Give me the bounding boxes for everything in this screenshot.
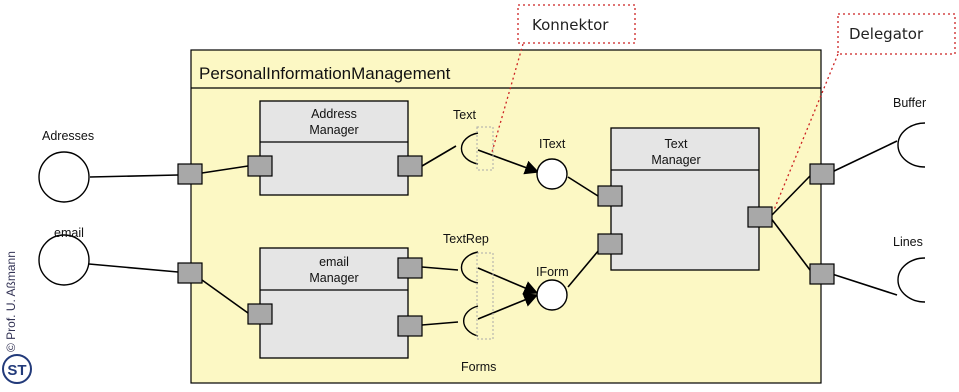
text-to-itext-arrow (477, 149, 540, 175)
email-manager-port-in (247, 303, 273, 325)
iform-circle (536, 279, 568, 311)
email-manager-title-line1: email (319, 255, 349, 269)
itext-circle (536, 158, 568, 190)
external-interfaces: Adresses email (38, 129, 94, 286)
internal-lollipops (536, 158, 568, 311)
text-manager-port-itext (597, 185, 623, 207)
email-manager-port-forms (397, 315, 423, 337)
adresses-label: Adresses (42, 129, 94, 143)
konnektor-label: Konnektor (532, 16, 609, 34)
konnektor-highlight-bottom (476, 252, 494, 340)
adresses-interface-circle (38, 151, 90, 203)
buffer-socket (897, 122, 926, 168)
forms-to-iform-arrow (477, 293, 539, 320)
package-port-buffer (809, 163, 835, 185)
email-to-textrep-connector (421, 266, 459, 271)
lines-connector (831, 273, 898, 296)
email-manager-port-textrep (397, 257, 423, 279)
itext-interface-label: IText (539, 137, 566, 151)
forms-interface-label: Forms (461, 360, 496, 374)
forms-socket (462, 305, 479, 337)
component-address-manager: Address Manager (259, 100, 409, 196)
email-interface-circle (38, 234, 90, 286)
text-manager-title-line1: Text (665, 137, 688, 151)
adresses-connector (89, 174, 179, 178)
ports (177, 155, 835, 337)
lines-label: Lines (893, 235, 923, 249)
text-interface-label: Text (453, 108, 476, 122)
delegator-label: Delegator (849, 25, 924, 43)
text-manager-title-line2: Manager (651, 153, 700, 167)
package-title: PersonalInformationManagement (199, 64, 451, 83)
delegator-pointer (773, 53, 839, 211)
external-sockets (897, 122, 926, 303)
text-socket (460, 132, 479, 165)
konnektor-box (517, 4, 636, 44)
port-to-email-manager-connector (201, 279, 249, 314)
textrep-socket (460, 251, 479, 284)
st-logo-text: ST (7, 362, 26, 379)
address-manager-port-in (247, 155, 273, 177)
konnektor-pointer (491, 43, 524, 153)
textrep-to-iform-arrow (477, 267, 539, 295)
component-email-manager: email Manager (259, 247, 409, 359)
connectors (88, 140, 898, 326)
email-to-forms-connector (421, 321, 459, 326)
buffer-connector (831, 140, 898, 173)
konnektor-highlight-top (476, 126, 494, 171)
text-manager-port-iform (597, 233, 623, 255)
package-port-email (177, 262, 203, 284)
address-manager-title-line1: Address (311, 107, 357, 121)
callout-delegator: Delegator (773, 13, 956, 211)
buffer-label: Buffer (893, 96, 926, 110)
copyright-text: © Prof. U. Aßmann (4, 251, 18, 352)
internal-sockets (460, 132, 479, 337)
address-manager-port-out (397, 155, 423, 177)
email-label: email (54, 226, 84, 240)
text-manager-to-lines-port-connector (769, 216, 811, 271)
address-manager-title-line2: Manager (309, 123, 358, 137)
callout-konnektor: Konnektor (491, 4, 636, 153)
connector-highlights (476, 126, 494, 340)
email-manager-title-line2: Manager (309, 271, 358, 285)
component-text-manager: Text Manager (610, 127, 760, 271)
delegator-box (837, 13, 956, 55)
email-connector (88, 263, 179, 273)
text-manager-to-buffer-port-connector (769, 175, 811, 218)
lines-socket (897, 257, 926, 303)
port-to-address-manager-connector (201, 165, 249, 174)
iform-interface-label: IForm (536, 265, 569, 279)
st-logo: ST (2, 354, 32, 384)
package-port-lines (809, 263, 835, 285)
itext-to-text-manager-connector (567, 176, 599, 197)
text-manager-port-out (747, 206, 773, 228)
package-port-adresses (177, 163, 203, 185)
address-to-text-connector (421, 145, 457, 167)
arrows (477, 149, 540, 320)
textrep-interface-label: TextRep (443, 232, 489, 246)
